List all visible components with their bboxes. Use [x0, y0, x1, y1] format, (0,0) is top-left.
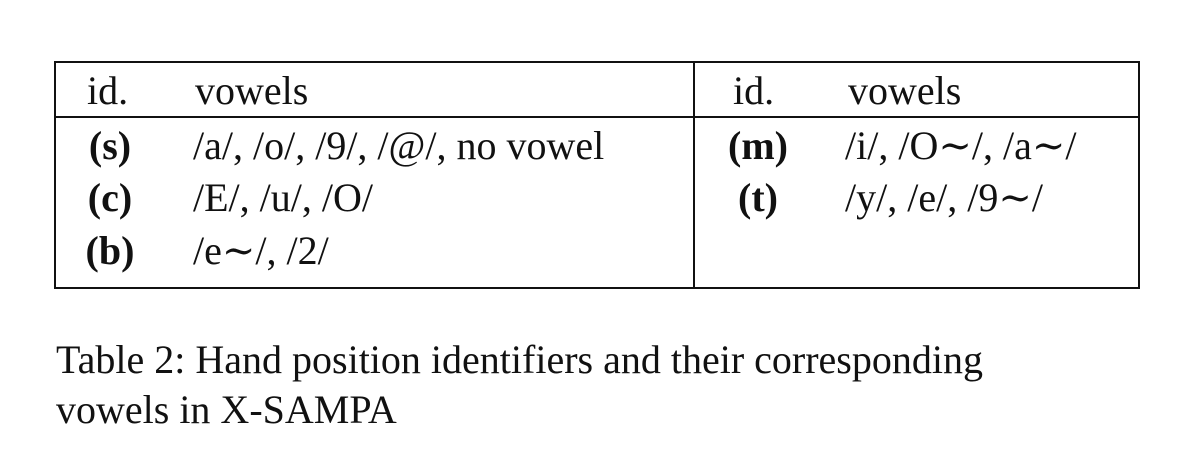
row-vowels: /e∼/, /2/ [193, 228, 329, 273]
caption-line-2: vowels in X-SAMPA [56, 387, 397, 432]
column-divider [693, 61, 695, 288]
row-vowels: /y/, /e/, /9∼/ [845, 175, 1043, 220]
row-id: (m) [728, 123, 788, 168]
caption-line-1: Table 2: Hand position identifiers and t… [56, 337, 983, 382]
row-vowels: /E/, /u/, /O/ [193, 175, 373, 220]
header-vowels-left: vowels [195, 68, 309, 113]
header-id-right: id. [733, 68, 775, 113]
row-vowels: /a/, /o/, /9/, /@/, no vowel [193, 123, 605, 168]
row-vowels: /i/, /O∼/, /a∼/ [845, 123, 1077, 168]
table-caption: Table 2: Hand position identifiers and t… [56, 335, 1146, 435]
row-id: (s) [88, 123, 132, 168]
row-id: (c) [87, 175, 133, 220]
header-rule [54, 116, 1138, 118]
row-id: (t) [738, 175, 778, 220]
row-id: (b) [85, 228, 135, 273]
table-frame [54, 61, 1140, 289]
header-vowels-right: vowels [848, 68, 962, 113]
header-id-left: id. [87, 68, 129, 113]
